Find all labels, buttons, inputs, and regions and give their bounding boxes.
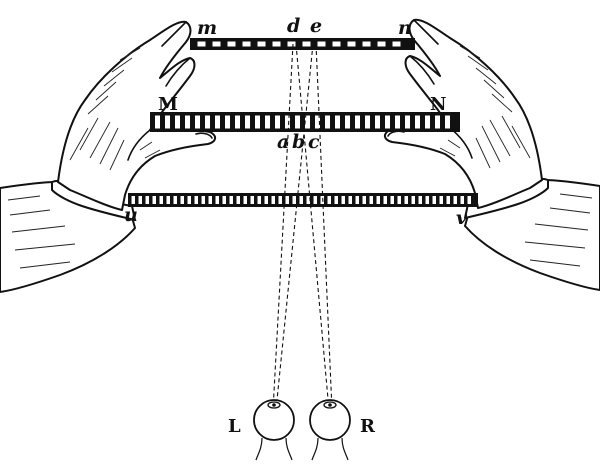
label-e: e	[310, 15, 322, 37]
left-hand-icon	[57, 20, 216, 211]
label-M: M	[158, 94, 178, 115]
sight-line-d-right	[295, 43, 330, 411]
strip-uv	[128, 193, 478, 207]
label-m: m	[197, 17, 217, 39]
left-eye-icon	[253, 399, 295, 461]
sight-line-e-left	[275, 43, 314, 411]
sight-line-e-right	[315, 43, 333, 411]
right-eye-icon	[309, 399, 351, 461]
label-R: R	[360, 416, 376, 437]
label-L: L	[228, 416, 241, 437]
label-a: a	[277, 131, 289, 153]
label-v: v	[456, 207, 468, 229]
label-n: n	[398, 17, 412, 39]
label-d: d	[287, 15, 300, 37]
right-hand-icon	[384, 18, 543, 209]
sight-lines	[272, 43, 333, 411]
label-N: N	[430, 94, 446, 115]
strip-mn	[190, 38, 415, 50]
label-u: u	[124, 204, 138, 226]
label-b: b	[292, 131, 305, 153]
label-c: c	[308, 131, 320, 153]
sight-line-d-left	[272, 43, 294, 411]
